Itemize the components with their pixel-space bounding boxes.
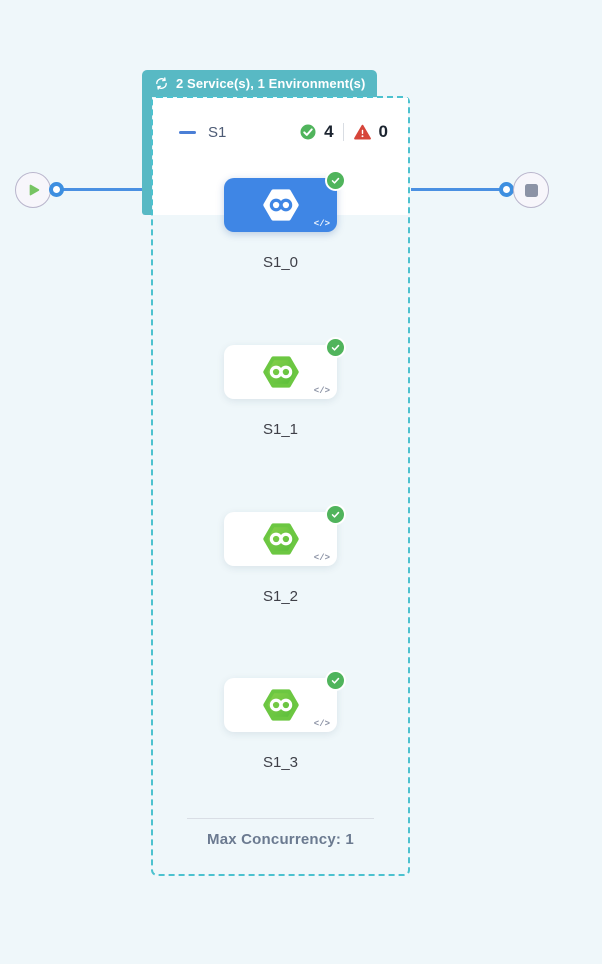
service-hexagon-icon (262, 186, 300, 224)
step-card[interactable]: </> (224, 670, 346, 732)
stage-group-container: S1 4 (151, 96, 410, 876)
success-count: 4 (324, 122, 334, 141)
collapse-minus-icon[interactable] (179, 130, 196, 134)
step-node-s1-2: </> S1_2 (153, 504, 408, 605)
step-card[interactable]: </> (224, 170, 346, 232)
connector-dot-end (499, 182, 514, 197)
step-node-s1-3: </> S1_3 (153, 670, 408, 771)
step-label: S1_3 (262, 754, 299, 771)
code-icon: </> (313, 386, 330, 396)
step-label: S1_2 (262, 588, 299, 605)
edge-stage-to-end (411, 188, 503, 191)
service-hexagon-icon (262, 520, 300, 558)
max-concurrency-label: Max Concurrency: 1 (207, 831, 354, 848)
code-icon: </> (313, 719, 330, 729)
step-node-s1-0: </> S1_0 (153, 170, 408, 271)
warning-triangle-icon (353, 123, 372, 142)
edge-start-to-stage (55, 188, 142, 191)
count-separator (342, 123, 344, 141)
success-badge-icon (325, 504, 346, 525)
failure-count: 0 (378, 122, 388, 141)
success-badge-icon (325, 670, 346, 691)
stage-group-badge[interactable]: 2 Service(s), 1 Environment(s) (142, 70, 378, 97)
stage-left-accent-strip (142, 96, 152, 215)
service-hexagon-icon (262, 686, 300, 724)
step-node-s1-1: </> S1_1 (153, 337, 408, 438)
check-circle-icon (299, 123, 317, 141)
code-icon: </> (313, 553, 330, 563)
pipeline-end-node (513, 172, 549, 208)
connector-dot-start (49, 182, 64, 197)
code-icon: </> (313, 219, 330, 229)
step-label: S1_1 (262, 421, 299, 438)
step-label: S1_0 (262, 254, 299, 271)
stop-icon (524, 183, 538, 197)
service-hexagon-icon (262, 353, 300, 391)
stage-group-badge-label: 2 Service(s), 1 Environment(s) (176, 76, 366, 91)
play-icon (23, 180, 43, 200)
success-badge-icon (325, 170, 346, 191)
stage-name: S1 (208, 123, 227, 141)
loop-icon (154, 76, 169, 91)
step-card[interactable]: </> (224, 337, 346, 399)
step-card[interactable]: </> (224, 504, 346, 566)
pipeline-start-node (15, 172, 51, 208)
footer-divider (187, 818, 374, 819)
success-badge-icon (325, 337, 346, 358)
